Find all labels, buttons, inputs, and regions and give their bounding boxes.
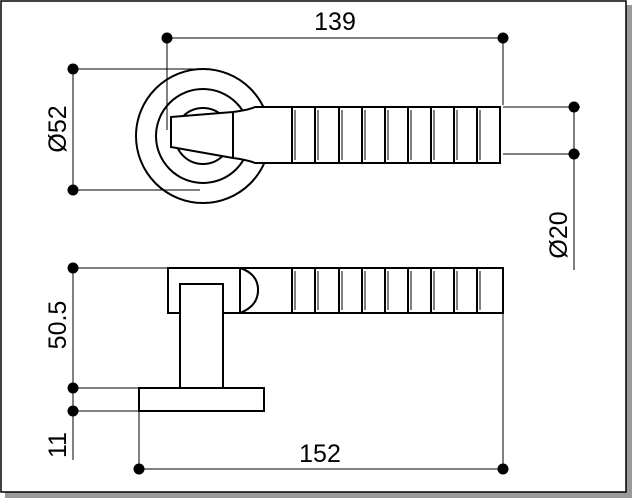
lever-shaft: [179, 283, 224, 389]
dimension-rose-diameter: Ø52: [44, 63, 200, 196]
dimension-height: 50.5: [44, 262, 168, 394]
dimension-grip-diameter-label: Ø20: [545, 211, 573, 258]
grip-segments-top: [291, 107, 481, 163]
dimension-139-label: 139: [314, 8, 356, 36]
top-view: [135, 68, 501, 204]
lever-arm-top: [170, 106, 501, 164]
dimension-overall-length-bottom: 152: [133, 313, 509, 475]
dimension-height-label: 50.5: [44, 301, 72, 350]
dimension-rose-thickness-label: 11: [44, 432, 72, 458]
dimension-rose-diameter-label: Ø52: [44, 105, 72, 152]
side-view: [138, 267, 504, 412]
dimension-grip-diameter: Ø20: [503, 101, 580, 270]
grip-segments-side: [291, 268, 481, 313]
rose-base-plate: [138, 387, 265, 412]
dimension-152-label: 152: [299, 440, 341, 468]
dimension-rose-thickness: 11: [44, 388, 139, 460]
dimension-overall-length-top: 139: [161, 8, 509, 130]
